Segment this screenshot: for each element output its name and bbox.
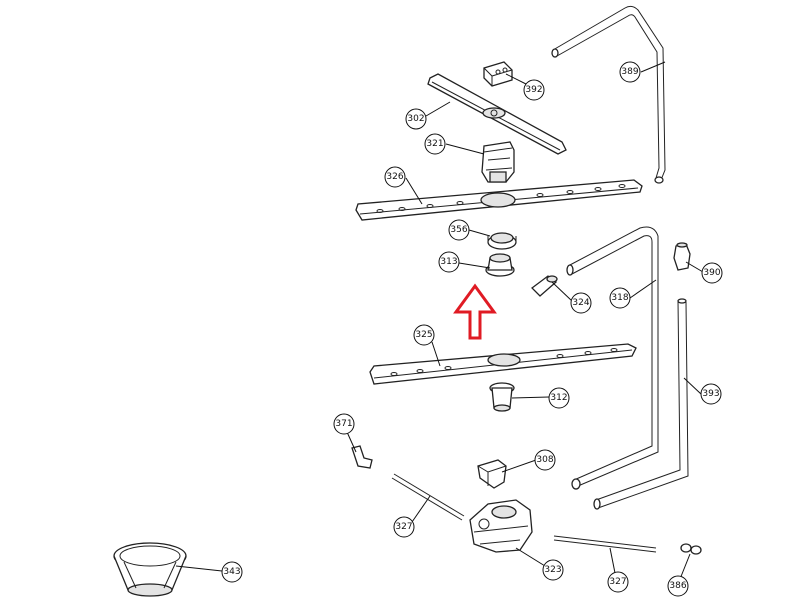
callout-302-label: 302 (407, 114, 424, 124)
part-302-upper-spray-arm (427, 73, 567, 155)
callout-393-label: 393 (702, 389, 719, 399)
part-356-ring-nut (487, 232, 517, 250)
callout-318: 318 (609, 287, 631, 309)
part-327-rod-b (553, 535, 657, 553)
callout-308-label: 308 (536, 455, 553, 465)
callout-327-b: 327 (607, 571, 629, 593)
callout-371: 371 (333, 413, 355, 435)
callout-312-label: 312 (550, 393, 567, 403)
part-312-lower-hub (489, 382, 515, 412)
part-323-sump (469, 499, 533, 553)
callout-343: 343 (221, 561, 243, 583)
part-318-feed-tube (566, 226, 659, 490)
part-389-tube (551, 5, 666, 184)
part-321-hub (481, 141, 515, 183)
callout-324: 324 (570, 292, 592, 314)
callout-313: 313 (438, 251, 460, 273)
part-308-bracket (477, 459, 507, 489)
callout-389-label: 389 (621, 67, 638, 77)
callout-327-b-label: 327 (609, 577, 626, 587)
callout-324-label: 324 (572, 298, 589, 308)
callout-312: 312 (548, 387, 570, 409)
callout-343-label: 343 (223, 567, 240, 577)
callout-356: 356 (448, 219, 470, 241)
part-313-bearing (485, 253, 515, 277)
callout-390-label: 390 (703, 268, 720, 278)
callout-356-label: 356 (450, 225, 467, 235)
callout-325: 325 (413, 324, 435, 346)
callout-325-label: 325 (415, 330, 432, 340)
part-343-filter-cup (113, 542, 187, 597)
part-386-fittings (680, 543, 702, 555)
callout-327-a-label: 327 (395, 522, 412, 532)
callout-393: 393 (700, 383, 722, 405)
part-325-lower-spray-arm (369, 343, 637, 385)
part-390-fitting (673, 242, 691, 271)
callout-390: 390 (701, 262, 723, 284)
callout-392: 392 (523, 79, 545, 101)
callout-386-label: 386 (669, 581, 686, 591)
callout-318-label: 318 (611, 293, 628, 303)
part-326-middle-spray-arm (355, 179, 643, 221)
callout-302: 302 (405, 108, 427, 130)
part-324-nozzle (531, 275, 558, 297)
callout-386: 386 (667, 575, 689, 597)
part-371-elbow (351, 445, 373, 469)
callout-327-a: 327 (393, 516, 415, 538)
red-up-arrow-icon (453, 283, 497, 340)
callout-326: 326 (384, 166, 406, 188)
callout-389: 389 (619, 61, 641, 83)
callout-321-label: 321 (426, 139, 443, 149)
callout-326-label: 326 (386, 172, 403, 182)
callout-323: 323 (542, 559, 564, 581)
callout-323-label: 323 (544, 565, 561, 575)
callout-321: 321 (424, 133, 446, 155)
callout-308: 308 (534, 449, 556, 471)
callout-392-label: 392 (525, 85, 542, 95)
part-327-rod-a (391, 473, 465, 521)
callout-371-label: 371 (335, 419, 352, 429)
callout-313-label: 313 (440, 257, 457, 267)
part-393-tube (593, 298, 689, 510)
part-392-clip (483, 61, 513, 87)
